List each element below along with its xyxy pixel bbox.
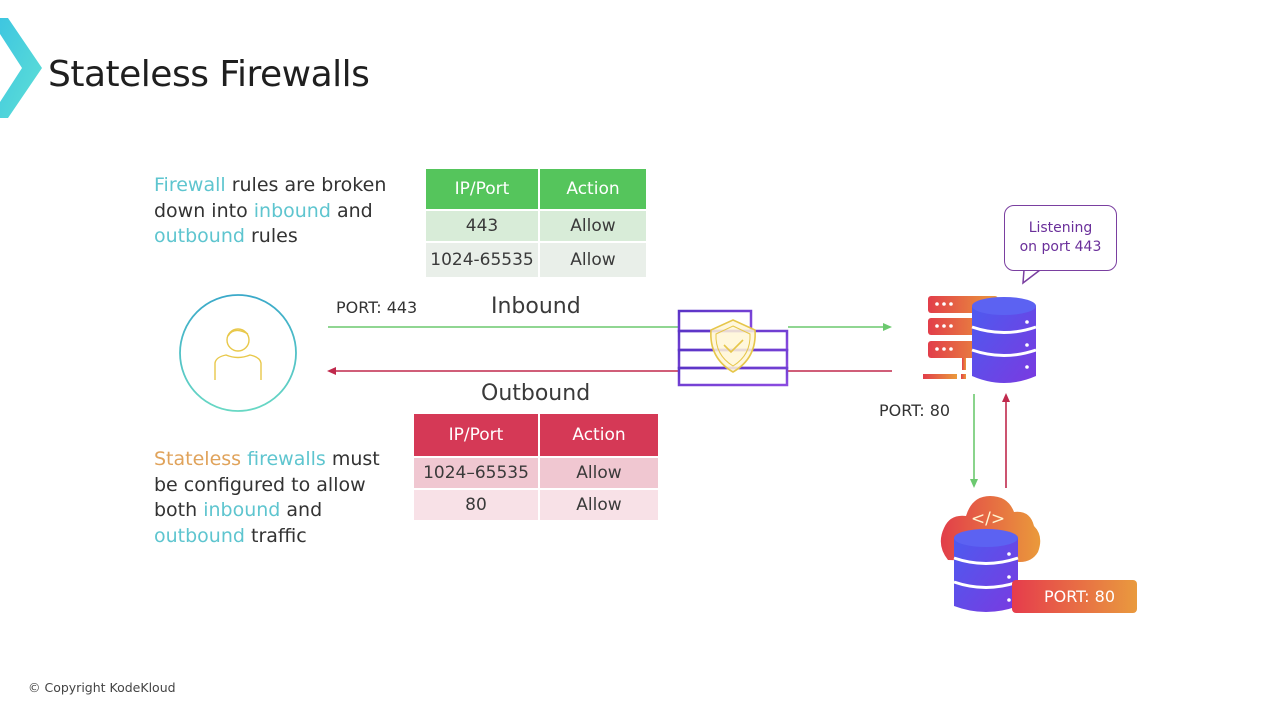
table-cell: 443: [426, 211, 538, 241]
table-header-row: IP/Port Action: [426, 169, 646, 209]
table-row: 1024-65535 Allow: [426, 243, 646, 277]
copyright-footer: © Copyright KodeKloud: [28, 680, 176, 695]
bubble-line: Listening: [1028, 220, 1093, 236]
table-cell: 1024–65535: [414, 458, 538, 488]
column-header: IP/Port: [426, 169, 538, 209]
table-cell: Allow: [540, 490, 658, 520]
outbound-label: Outbound: [481, 381, 591, 406]
inbound-arrow: [328, 323, 892, 331]
backend-to-server-arrow: [1002, 393, 1010, 488]
note-seg: must be configured to allow both: [154, 448, 380, 521]
table-cell: 80: [414, 490, 538, 520]
bubble-tail: [1022, 269, 1041, 285]
intro-seg: rules are broken down into: [154, 174, 387, 222]
intro-seg: inbound: [253, 199, 331, 222]
server-database-icon: [923, 296, 1037, 383]
backend-port-badge: PORT: 80: [1012, 580, 1137, 613]
page-title: Stateless Firewalls: [48, 54, 370, 95]
server-to-backend-arrow: [970, 394, 978, 488]
note-seg: traffic: [244, 524, 307, 547]
logo-chevron-icon: [0, 18, 42, 118]
table-cell: Allow: [540, 211, 646, 241]
inbound-rules-table: IP/Port Action 443 Allow 1024-65535 Allo…: [424, 167, 648, 279]
table-row: 1024–65535 Allow: [414, 458, 658, 488]
table-row: 80 Allow: [414, 490, 658, 520]
server-port-label: PORT: 80: [879, 401, 951, 420]
note-seg: and: [280, 499, 323, 521]
column-header: Action: [540, 414, 658, 456]
outbound-arrow: [327, 367, 892, 375]
intro-paragraph: Firewall rules are broken down into inbo…: [154, 173, 414, 250]
intro-seg: Firewall: [154, 174, 226, 196]
note-seg: outbound: [154, 524, 245, 547]
intro-seg: rules: [244, 225, 298, 247]
user-icon: [179, 294, 297, 412]
table-header-row: IP/Port Action: [414, 414, 658, 456]
note-paragraph: Stateless firewalls must be configured t…: [154, 447, 404, 549]
bubble-line: on port 443: [1019, 239, 1102, 255]
cloud-database-icon: </>: [940, 496, 1041, 612]
table-cell: Allow: [540, 243, 646, 277]
inbound-label: Inbound: [491, 294, 581, 319]
note-seg: firewalls: [247, 448, 326, 470]
outbound-rules-table: IP/Port Action 1024–65535 Allow 80 Allow: [412, 412, 660, 522]
note-seg: inbound: [203, 499, 281, 521]
column-header: IP/Port: [414, 414, 538, 456]
note-seg: Stateless: [154, 448, 242, 470]
code-glyph: </>: [971, 509, 1005, 529]
listening-speech-bubble: Listening on port 443: [1004, 205, 1117, 271]
intro-seg: and: [330, 199, 373, 222]
column-header: Action: [540, 169, 646, 209]
intro-seg: outbound: [154, 225, 245, 247]
firewall-shield-icon: [677, 309, 789, 387]
client-port-label: PORT: 443: [336, 298, 418, 317]
table-row: 443 Allow: [426, 211, 646, 241]
table-cell: Allow: [540, 458, 658, 488]
table-cell: 1024-65535: [426, 243, 538, 277]
